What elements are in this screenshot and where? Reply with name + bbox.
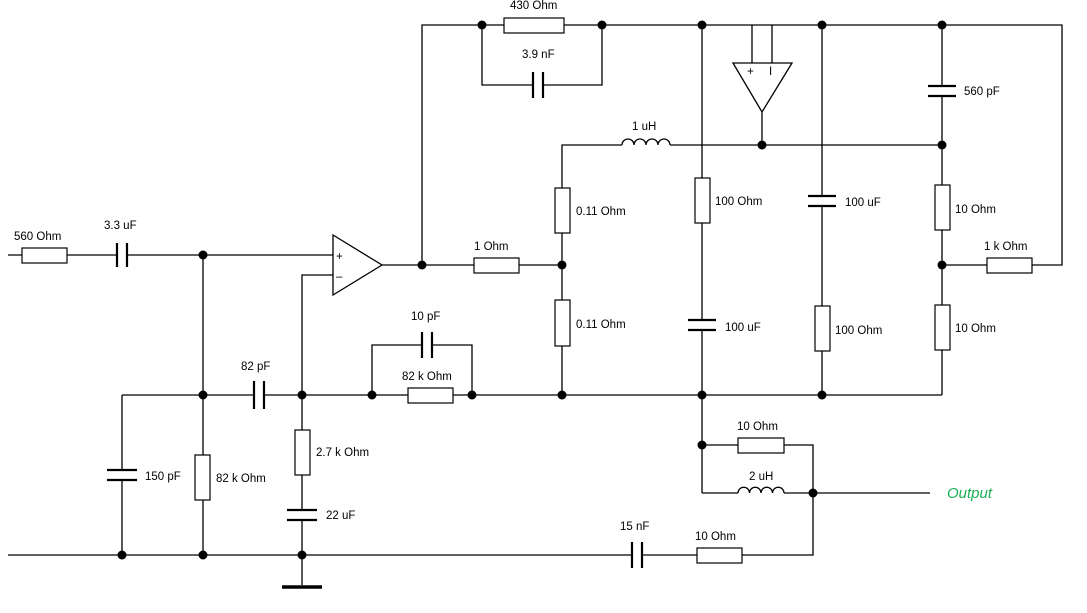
capacitor-150pf [107,468,137,482]
resistor-82k-vertical [194,454,211,501]
output-label: Output [947,485,993,502]
label-15nf: 15 nF [620,521,649,533]
inductor-1uh [621,138,671,146]
label-10-ohm-ground: 10 Ohm [695,531,736,543]
label-150pf: 150 pF [145,471,181,483]
label-560pf: 560 pF [964,86,1000,98]
label-2k7: 2.7 k Ohm [316,447,369,459]
resistor-10-ohm-top [934,184,951,231]
label-430-ohm: 430 Ohm [510,0,557,12]
amplifiers [332,62,794,297]
resistor-0-11-ohm-top [554,187,571,234]
label-560-ohm: 560 Ohm [14,231,61,243]
label-10-ohm-bottom: 10 Ohm [955,323,996,335]
opamp-main [332,233,384,297]
label-100-ohm-right: 100 Ohm [835,325,882,337]
resistor-10-ohm-output [737,437,785,454]
label-10-ohm-output: 10 Ohm [737,421,778,433]
label-82k-vertical: 82 k Ohm [216,473,266,485]
label-1k-ohm: 1 k Ohm [984,241,1027,253]
capacitors [107,72,956,568]
resistor-100-ohm-right [814,305,831,352]
capacitor-15nf [630,542,644,568]
resistor-560-ohm [21,247,68,264]
amp2-plus-pin: + [747,66,754,78]
capacitor-560pf [928,84,956,98]
inductors [621,138,785,494]
label-100uf-right: 100 uF [845,197,881,209]
label-1uh: 1 uH [632,121,656,133]
opamp-minus-pin: – [336,271,343,283]
junction-dots [117,20,947,560]
resistor-430-ohm [503,17,565,34]
capacitor-22uf [287,508,317,522]
resistor-100-ohm-left [694,177,711,224]
inductor-2uh [737,486,785,494]
wires [8,24,1063,585]
label-82k-horizontal: 82 k Ohm [402,371,452,383]
opamp-plus-pin: + [336,251,343,263]
label-100uf-left: 100 uF [725,322,761,334]
capacitor-3-9nf [531,72,545,98]
label-82pf: 82 pF [241,361,270,373]
label-0-11-ohm-bottom: 0.11 Ohm [576,319,626,331]
resistors [21,17,1033,564]
label-10-ohm-top: 10 Ohm [955,204,996,216]
label-100-ohm-left: 100 Ohm [715,196,762,208]
resistor-1k-ohm [986,257,1033,274]
resistor-1-ohm [473,257,520,274]
capacitor-100uf-left [688,318,716,332]
capacitor-82pf [252,381,266,409]
resistor-2k7 [294,429,311,476]
label-10pf: 10 pF [411,311,440,323]
component-labels: 560 Ohm 3.3 uF 150 pF 82 k Ohm 82 pF 2.7… [14,0,1027,543]
capacitor-10pf [420,332,434,358]
resistor-10-ohm-bottom [934,304,951,351]
amp2-minus-pin: I [769,66,772,78]
resistor-10-ohm-ground [696,547,743,564]
label-22uf: 22 uF [326,510,355,522]
capacitor-3-3uf [115,243,129,267]
resistor-82k-horizontal [407,387,454,404]
label-3-3uf: 3.3 uF [104,220,137,232]
label-0-11-ohm-top: 0.11 Ohm [576,206,626,218]
label-3-9nf: 3.9 nF [522,49,555,61]
label-1-ohm: 1 Ohm [474,241,509,253]
amplifier-output-stage [731,62,794,114]
resistor-0-11-ohm-bottom [554,299,571,347]
label-2uh: 2 uH [749,471,773,483]
capacitor-100uf-right [808,194,836,208]
